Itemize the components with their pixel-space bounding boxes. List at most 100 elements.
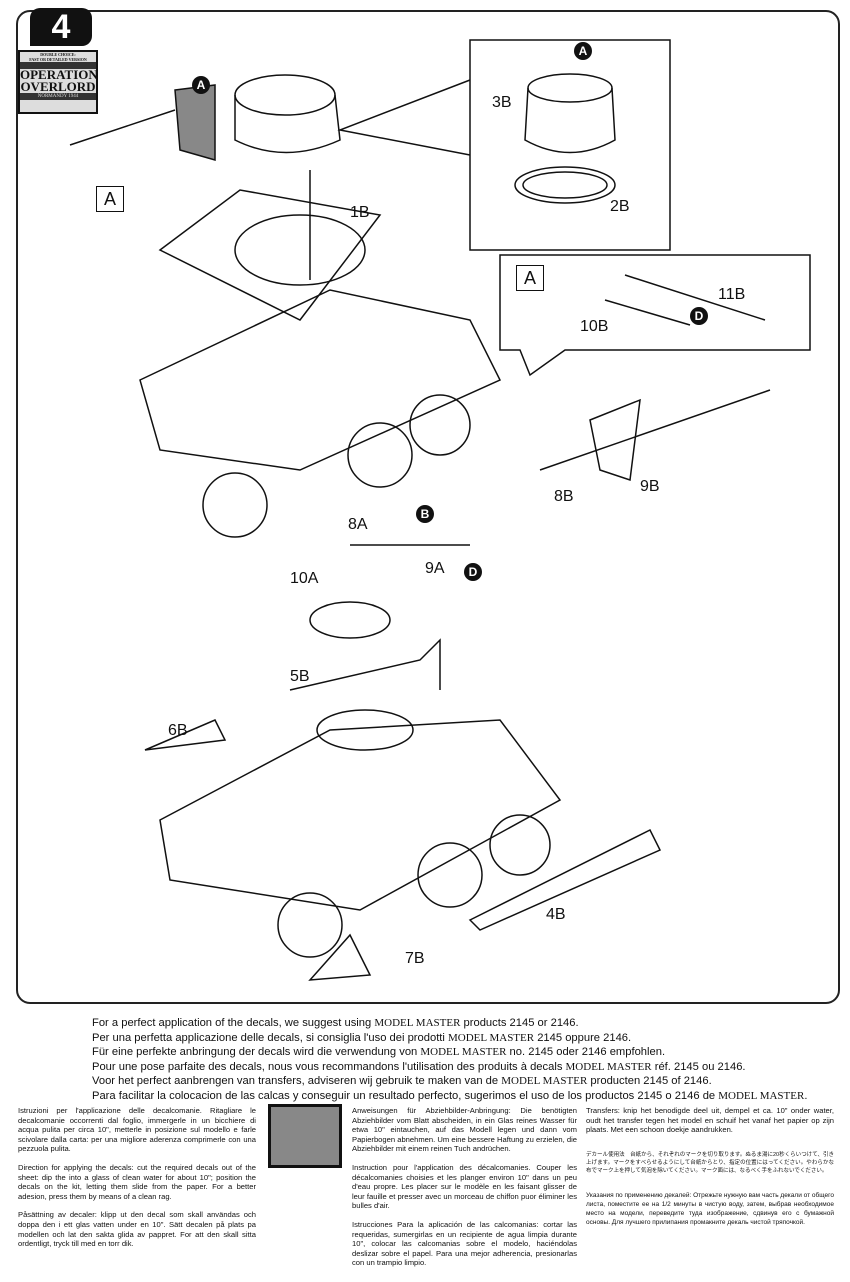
model-master-logo: MODEL MASTER: [718, 1089, 805, 1102]
turret: [234, 74, 336, 116]
instructions-en: Direction for applying the decals: cut t…: [18, 1162, 256, 1201]
turret-detail-body: [524, 87, 616, 154]
suggestion-text: no. 2145 oder 2146 empfohlen.: [506, 1046, 666, 1059]
suggestion-text: 2145 oppure 2146.: [534, 1031, 632, 1044]
part-9b: 9B: [640, 478, 660, 495]
assembly-drawing: [69, 39, 811, 981]
logo-band: [20, 62, 96, 69]
decal-suggestions: For a perfect application of the decals,…: [92, 1016, 807, 1104]
part-11b: 11B: [718, 286, 746, 303]
part-3b: 3B: [492, 94, 512, 111]
detail-box-gun: [499, 254, 811, 377]
plate-4b: [468, 828, 662, 931]
gun-assembled: [539, 389, 771, 471]
detail-box-turret: [469, 39, 671, 251]
suggestion-text: For a perfect application of the decals,…: [92, 1017, 375, 1029]
ring-detail: [514, 166, 616, 204]
wheel: [417, 842, 483, 908]
suggestion-line: Für eine perfekte anbringung der decals …: [92, 1045, 807, 1060]
wheel: [202, 472, 268, 538]
turret-installed: [316, 709, 414, 751]
instructions-es: Istrucciones Para la aplicación de las c…: [352, 1219, 577, 1268]
part-6b: 6B: [168, 722, 188, 739]
part-8a: 8A: [348, 516, 368, 533]
subassembly-a-label: A: [96, 186, 124, 212]
model-master-logo: MODEL MASTER: [448, 1031, 535, 1044]
turret-detail: [527, 73, 613, 103]
suggestion-text: Para facilitar la colocacion de las calc…: [92, 1089, 719, 1102]
logo-line: FAST OR DETAILED VERSION: [29, 57, 87, 62]
plate-5b: [289, 638, 441, 691]
vehicle-hull-upper: [139, 289, 502, 471]
decal-application-illustration: [268, 1104, 342, 1168]
model-master-logo: MODEL MASTER: [374, 1017, 461, 1029]
step-number: 4: [30, 8, 92, 46]
gun-mount: [174, 84, 216, 161]
subassembly-a-detail-label: A: [516, 265, 544, 291]
part-7b: 7B: [405, 950, 425, 967]
model-master-logo: MODEL MASTER: [501, 1075, 588, 1088]
instructions-col-3: Transfers: knip het benodigde deel uit, …: [586, 1106, 834, 1236]
part-9a: 9A: [425, 560, 445, 577]
suggestion-text: producten 2145 of 2146.: [587, 1075, 712, 1088]
wheel: [489, 814, 551, 876]
part-1b: 1B: [350, 204, 370, 221]
instructions-nl: Transfers: knip het benodigde deel uit, …: [586, 1106, 834, 1135]
instructions-col-2: Anweisungen für Abziehbilder-Anbringung:…: [352, 1106, 577, 1277]
part-8b: 8B: [554, 488, 574, 505]
wheel: [347, 422, 413, 488]
instructions-it: Istruzioni per l'applicazione delle deca…: [18, 1106, 256, 1154]
suggestion-line: Per una perfetta applicazione delle deca…: [92, 1031, 807, 1046]
suggestion-line: Para facilitar la colocacion de las calc…: [92, 1089, 807, 1104]
part-4b: 4B: [546, 906, 566, 923]
instructions-sv: Påsättning av decaler: klipp ut den deca…: [18, 1210, 256, 1249]
step-frame: [16, 10, 840, 1004]
suggestion-text: Pour une pose parfaite des decals, nous …: [92, 1060, 566, 1073]
vehicle-hull-lower: [159, 719, 562, 911]
operation-overlord-logo: DOUBLE CHOICE: FAST OR DETAILED VERSION …: [18, 50, 98, 114]
callout-pointer: [337, 79, 471, 156]
marker-d: D: [690, 307, 708, 325]
marker-d: D: [464, 563, 482, 581]
suggestion-text: Voor het perfect aanbrengen van transfer…: [92, 1075, 502, 1088]
ring-10a: [309, 601, 391, 639]
instructions-col-1: Istruzioni per l'applicazione delle deca…: [18, 1106, 256, 1258]
instructions-de: Anweisungen für Abziehbilder-Anbringung:…: [352, 1106, 577, 1154]
gun-11b: [624, 274, 766, 321]
suggestion-text: products 2145 or 2146.: [460, 1017, 579, 1029]
suggestion-text: .: [804, 1089, 808, 1102]
hull-plate-1b: [158, 189, 382, 321]
part-10b: 10B: [580, 318, 609, 335]
model-master-logo: MODEL MASTER: [565, 1060, 652, 1073]
gun-10b: [604, 299, 691, 326]
instructions-ru: Указания по применению декалей: Отрежьте…: [586, 1191, 834, 1226]
instructions-fr: Instruction pour l'application des décal…: [352, 1162, 577, 1211]
logo-title: OVERLORD: [20, 79, 96, 94]
wheel: [277, 892, 343, 958]
suggestion-text: Für eine perfekte anbringung der decals …: [92, 1046, 421, 1059]
wheel: [409, 394, 471, 456]
logo-title: OPERATION: [20, 67, 98, 82]
marker-a: A: [192, 76, 210, 94]
plate-6b: [144, 719, 227, 751]
suggestion-line: Pour une pose parfaite des decals, nous …: [92, 1060, 807, 1075]
instructions-ja: デカール使用法 台紙から、それぞれのマークを切り取ります。ぬるま湯に20秒くらい…: [586, 1151, 834, 1174]
gun-barrel: [69, 109, 176, 146]
model-master-logo: MODEL MASTER: [420, 1046, 507, 1059]
ring-detail-inner: [522, 171, 608, 199]
part-10a: 10A: [290, 570, 319, 587]
marker-b: B: [416, 505, 434, 523]
logo-subtitle: NORMANDY 1944: [20, 93, 96, 100]
plate-7b: [308, 933, 372, 981]
suggestion-line: Voor het perfect aanbrengen van transfer…: [92, 1074, 807, 1089]
turret-opening: [234, 214, 366, 286]
suggestion-text: Per una perfetta applicazione delle deca…: [92, 1031, 449, 1044]
marker-a: A: [574, 42, 592, 60]
part-5b: 5B: [290, 668, 310, 685]
shield-9b: [589, 398, 641, 482]
turret-body: [234, 94, 341, 154]
suggestion-line: For a perfect application of the decals,…: [92, 1016, 807, 1031]
part-2b: 2B: [610, 198, 630, 215]
logo-line: DOUBLE CHOICE:: [40, 52, 76, 57]
